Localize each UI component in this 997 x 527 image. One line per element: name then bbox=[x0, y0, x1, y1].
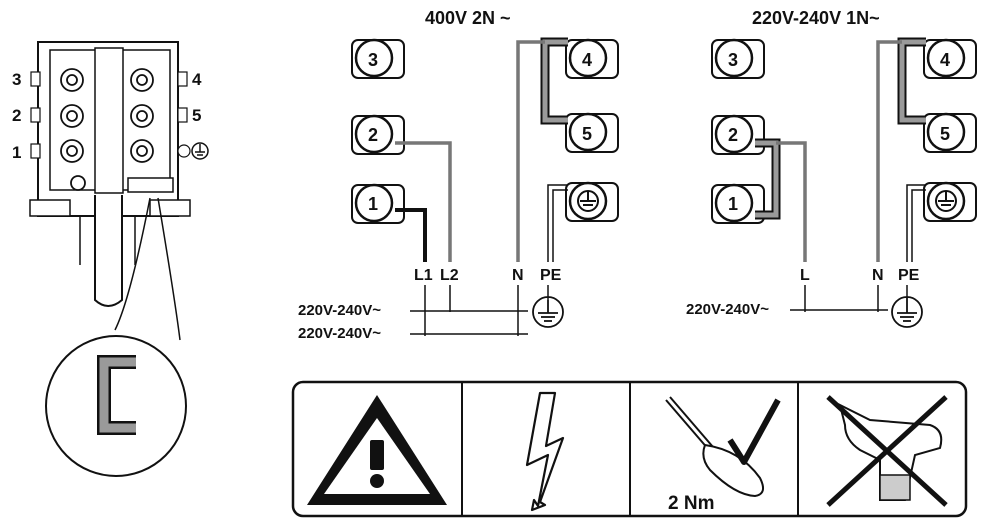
supply-label-1: 220V-240V~ bbox=[298, 302, 381, 319]
terminal-3: 3 bbox=[368, 50, 378, 70]
line-label-pe-b: PE bbox=[898, 267, 920, 284]
terminal-5: 5 bbox=[582, 124, 592, 144]
line-label-n: N bbox=[512, 267, 524, 284]
line-label-n-b: N bbox=[872, 267, 884, 284]
icons-panel bbox=[291, 380, 968, 518]
diagram-400v bbox=[350, 37, 620, 336]
terminal-block-drawing bbox=[29, 41, 191, 341]
line-label-pe: PE bbox=[540, 267, 562, 284]
terminal-5-b: 5 bbox=[940, 124, 950, 144]
terminal-4-b: 4 bbox=[940, 50, 950, 70]
block-label-4: 4 bbox=[192, 70, 202, 89]
terminal-1: 1 bbox=[368, 194, 378, 214]
terminal-1-b: 1 bbox=[728, 194, 738, 214]
screwdriver-check-icon bbox=[665, 396, 781, 498]
diagram-400v-title: 400V 2N ~ bbox=[425, 8, 511, 28]
torque-label: 2 Nm bbox=[668, 493, 714, 514]
no-power-drill-icon bbox=[826, 395, 948, 507]
block-label-2: 2 bbox=[12, 106, 21, 125]
diagram-230v bbox=[710, 37, 978, 328]
warning-triangle-icon bbox=[307, 395, 447, 505]
supply-label-b: 220V-240V~ bbox=[686, 301, 769, 318]
lightning-bolt-icon bbox=[525, 391, 565, 512]
terminal-2: 2 bbox=[368, 125, 378, 145]
block-label-1: 1 bbox=[12, 143, 21, 162]
line-label-l1: L1 bbox=[414, 267, 433, 284]
ground-icon bbox=[191, 142, 209, 160]
bridge-magnifier bbox=[45, 335, 187, 477]
terminal-3-b: 3 bbox=[728, 50, 738, 70]
diagram-230v-title: 220V-240V 1N~ bbox=[752, 8, 880, 28]
terminal-4: 4 bbox=[582, 50, 592, 70]
supply-label-2: 220V-240V~ bbox=[298, 325, 381, 342]
block-label-3: 3 bbox=[12, 70, 21, 89]
block-label-5: 5 bbox=[192, 106, 201, 125]
line-label-l: L bbox=[800, 267, 810, 284]
line-label-l2: L2 bbox=[440, 267, 459, 284]
terminal-2-b: 2 bbox=[728, 125, 738, 145]
